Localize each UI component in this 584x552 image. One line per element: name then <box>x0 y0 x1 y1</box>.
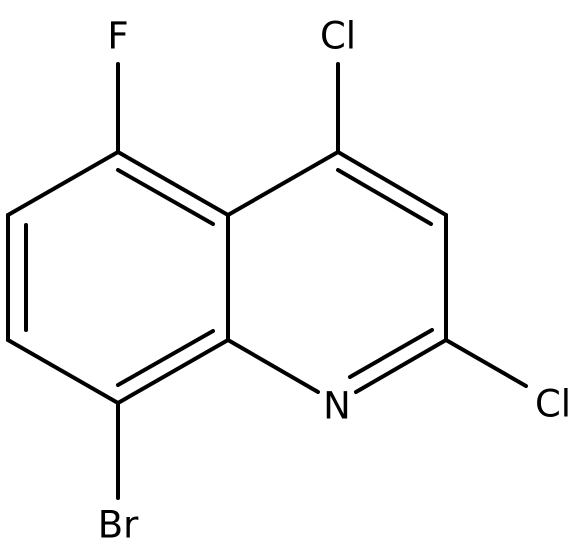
atom-label-chlorine-4: Cl <box>320 15 356 58</box>
bond-c2-n1 <box>354 338 448 394</box>
bond-c4-c3-inner <box>336 168 433 226</box>
bond-c8-c8a-inner <box>116 329 215 387</box>
bond-c5-c6 <box>6 150 120 217</box>
bond-c8-c8a <box>116 338 230 405</box>
bond-n1-c8a <box>226 338 320 394</box>
atom-label-fluorine: F <box>107 15 128 58</box>
atom-label-nitrogen: N <box>323 385 351 428</box>
bond-c5-c4a <box>116 150 230 217</box>
bond-c2-cl <box>444 338 528 388</box>
atom-label-bromine: Br <box>98 504 139 547</box>
bond-c4-c3 <box>336 150 448 217</box>
atom-label-chlorine-2: Cl <box>535 383 571 426</box>
bond-c4a-c4 <box>226 150 340 217</box>
bond-c7-c8 <box>6 338 120 405</box>
bond-c2-n1-inner <box>348 328 434 379</box>
bond-c5-c4a-inner <box>116 168 215 226</box>
